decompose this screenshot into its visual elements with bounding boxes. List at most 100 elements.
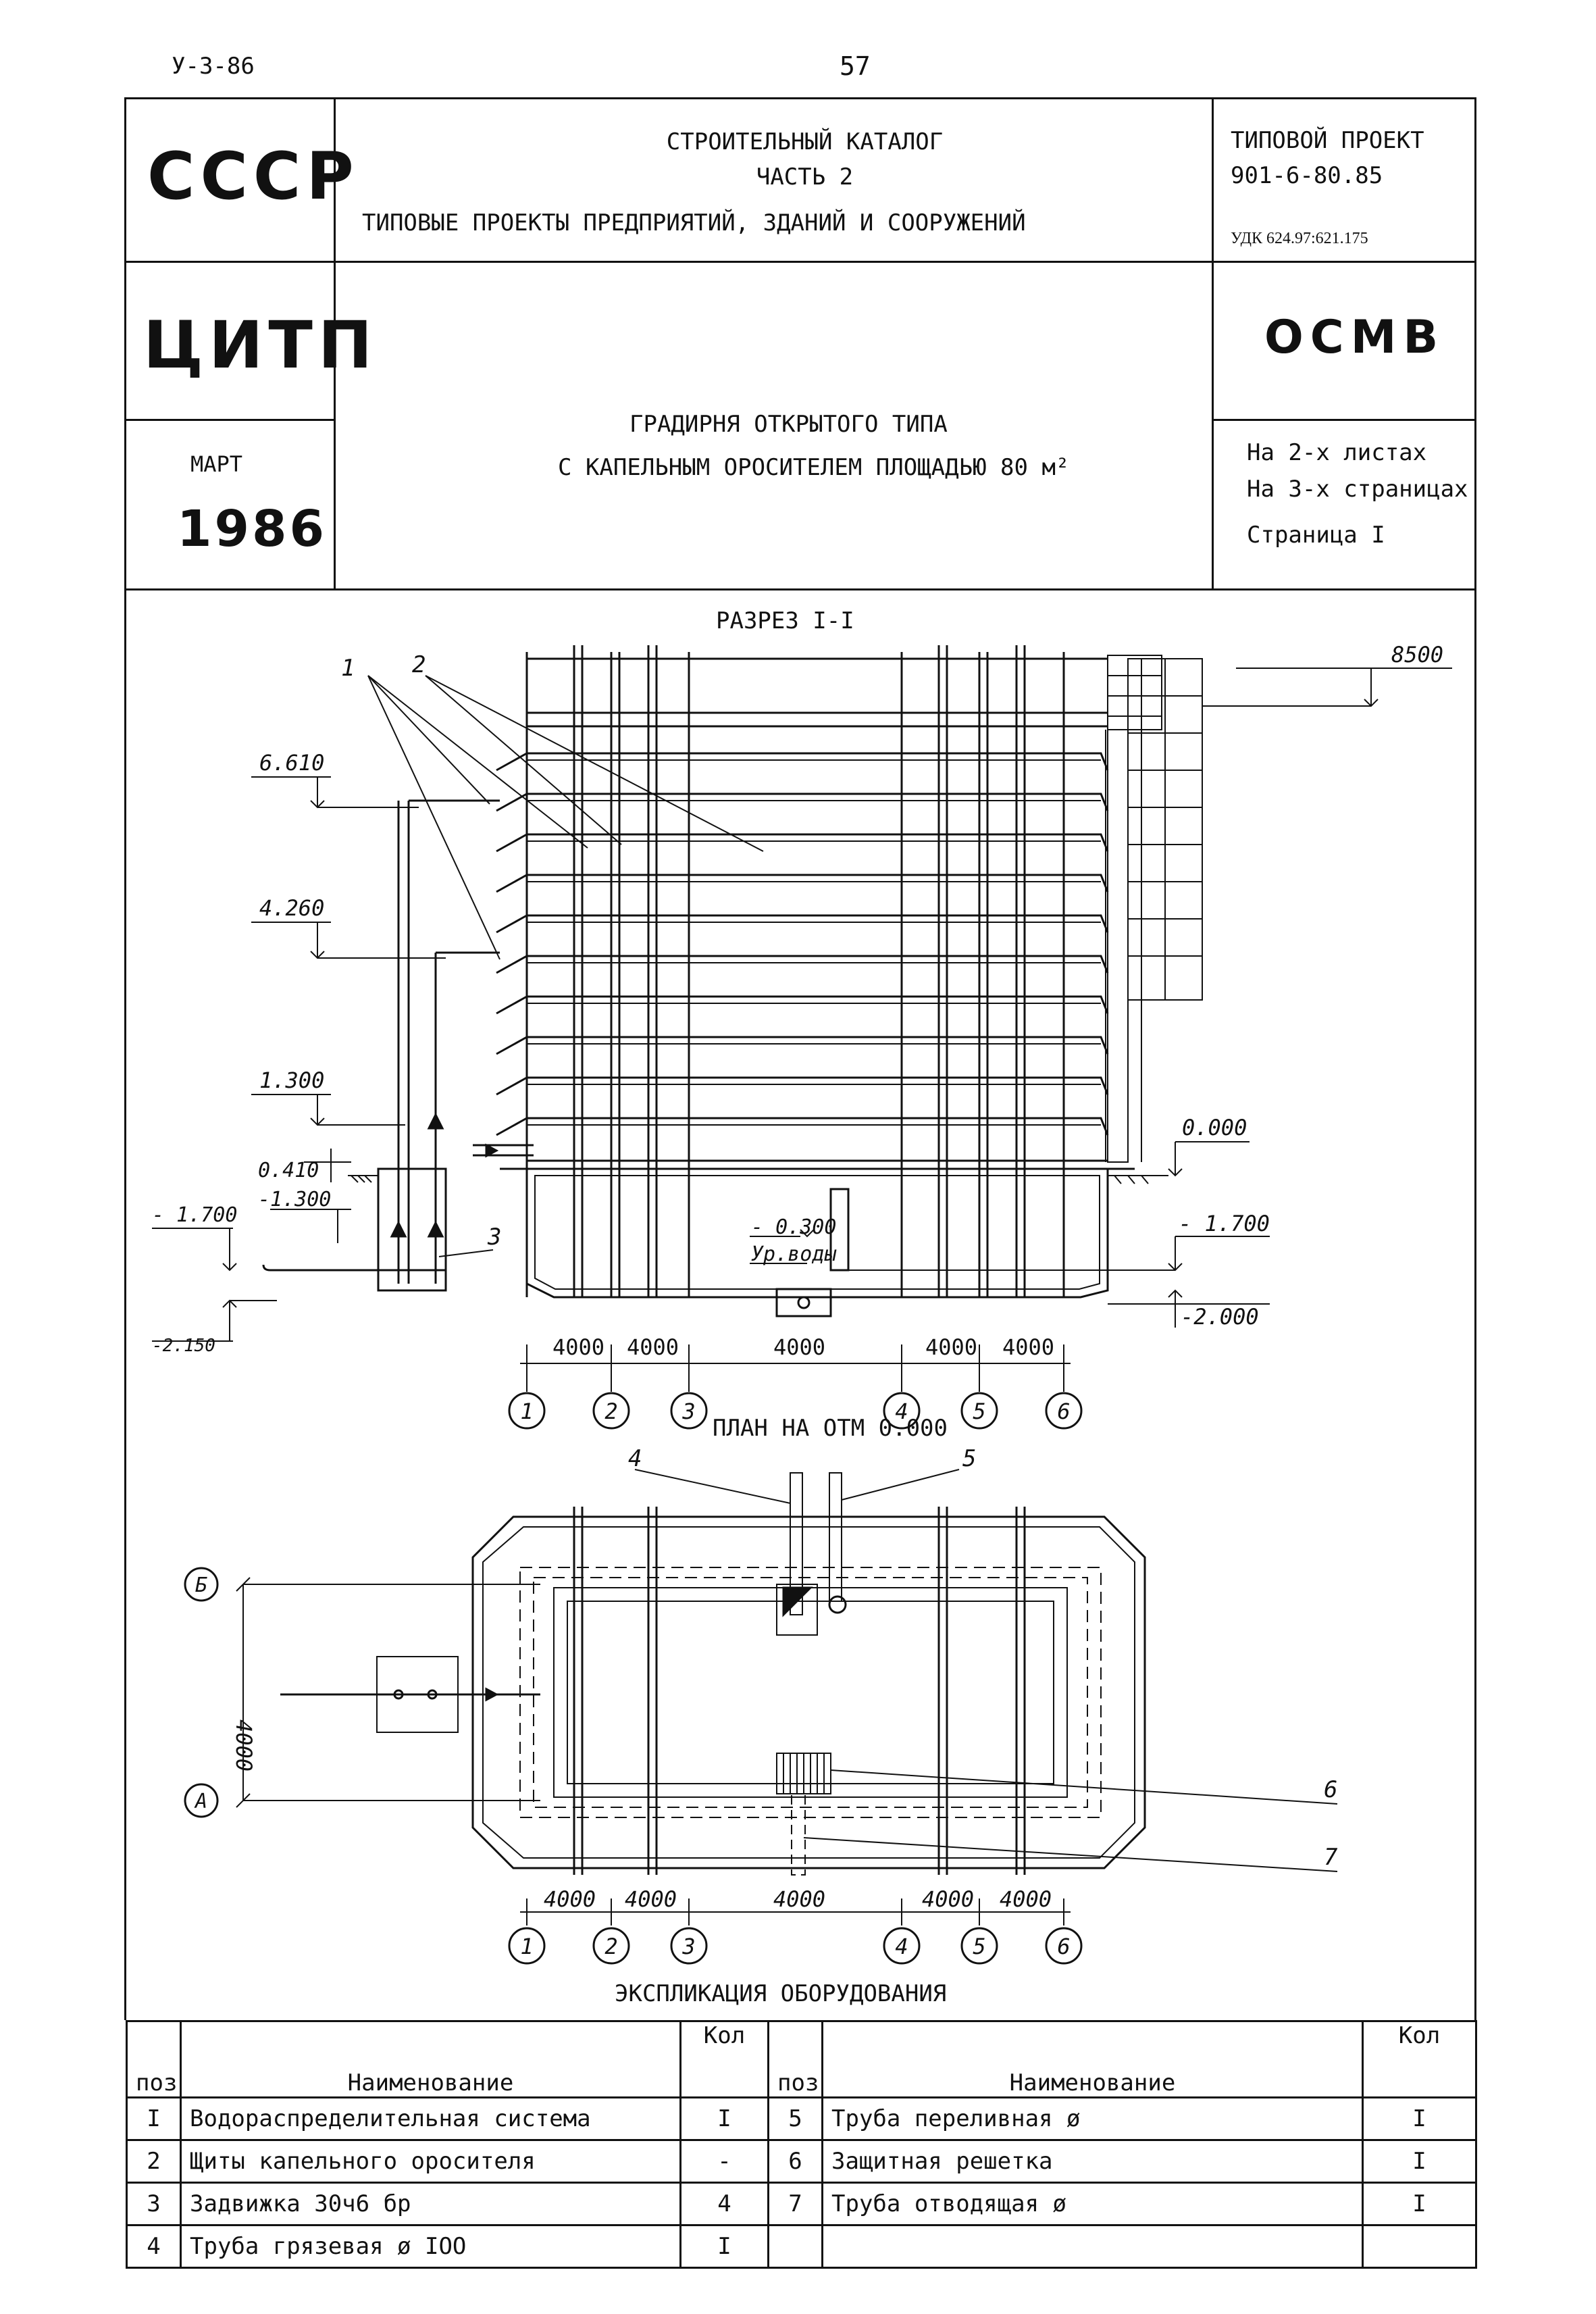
row4-pos-left: 4 xyxy=(126,2224,182,2269)
document-code: У-3-86 xyxy=(172,53,255,80)
elev-m1700-left: - 1.700 xyxy=(152,1203,237,1227)
elev-top: 8500 xyxy=(1391,642,1443,668)
equipment-title: ЭКСПЛИКАЦИЯ ОБОРУДОВАНИЯ xyxy=(615,1980,946,2007)
elev-m1300: -1.300 xyxy=(258,1188,331,1211)
release-year: 1986 xyxy=(177,500,327,558)
title-block xyxy=(124,97,1476,590)
callout-4: 4 xyxy=(628,1445,642,1472)
elev-m2000: -2.000 xyxy=(1181,1304,1259,1330)
release-month: МАРТ xyxy=(190,451,243,477)
drawing-name-line-1: ГРАДИРНЯ ОТКРЫТОГО ТИПА xyxy=(629,411,948,438)
header-pos-left: поз xyxy=(126,2020,182,2098)
callout-3: 3 xyxy=(487,1224,501,1251)
callout-2: 2 xyxy=(412,651,426,678)
section-axis-2: 2 xyxy=(604,1399,617,1424)
udk-code: УДК 624.97:621.175 xyxy=(1231,230,1368,247)
row1-qty-right: I xyxy=(1362,2096,1477,2141)
equipment-table: поз Наименование Кол поз Наименование Ко… xyxy=(126,2020,1477,2269)
row4-qty-right xyxy=(1362,2224,1477,2269)
water-level-label: Ур.воды xyxy=(751,1242,837,1266)
elev-m2150: -2.150 xyxy=(152,1336,215,1356)
row2-pos-left: 2 xyxy=(126,2139,182,2184)
water-level-value: - 0.300 xyxy=(751,1215,836,1239)
elev-1300: 1.300 xyxy=(259,1067,324,1093)
plan-span-2: 4000 xyxy=(625,1886,677,1912)
project-number: 901-6-80.85 xyxy=(1231,162,1383,189)
plan-title: ПЛАН НА ОТМ 0.000 xyxy=(713,1415,948,1442)
table-row: 3 Задвижка 30ч6 бр 4 7 Труба отводящая ø… xyxy=(126,2182,1477,2226)
plan-axis-b: Б xyxy=(195,1574,207,1597)
callout-7: 7 xyxy=(1324,1844,1338,1871)
section-view xyxy=(152,645,1452,1430)
plan-axis-1: 1 xyxy=(520,1934,533,1959)
table-row: 4 Труба грязевая ø IOO I xyxy=(126,2224,1477,2269)
section-axis-6: 6 xyxy=(1057,1399,1070,1424)
plan-span-5: 4000 xyxy=(1000,1886,1052,1912)
plan-view xyxy=(184,1469,1338,1965)
plan-span-3: 4000 xyxy=(773,1886,825,1912)
row1-pos-left: I xyxy=(126,2096,182,2141)
row3-name-right: Труба отводящая ø xyxy=(821,2182,1364,2226)
section-axis-4: 4 xyxy=(895,1399,908,1424)
elev-0410: 0.410 xyxy=(258,1159,319,1182)
section-span-5: 4000 xyxy=(1002,1334,1054,1360)
plan-axis-4: 4 xyxy=(895,1934,908,1959)
row2-name-right: Защитная решетка xyxy=(821,2139,1364,2184)
row2-qty-right: I xyxy=(1362,2139,1477,2184)
plan-dim-vertical: 4000 xyxy=(231,1719,257,1771)
section-axis-5: 5 xyxy=(973,1399,985,1424)
catalog-line-3: ТИПОВЫЕ ПРОЕКТЫ ПРЕДПРИЯТИЙ, ЗДАНИЙ И СО… xyxy=(362,209,1026,236)
catalog-line-2: ЧАСТЬ 2 xyxy=(756,164,854,191)
elev-4260: 4.260 xyxy=(259,895,324,921)
page-number: 57 xyxy=(840,51,871,81)
row1-qty-left: I xyxy=(679,2096,769,2141)
row3-pos-left: 3 xyxy=(126,2182,182,2226)
section-span-4: 4000 xyxy=(925,1334,977,1360)
header-name-right: Наименование xyxy=(821,2020,1364,2098)
header-pos-right: поз xyxy=(767,2020,823,2098)
elev-m1700-right: - 1.700 xyxy=(1179,1211,1270,1236)
row4-qty-left: I xyxy=(679,2224,769,2269)
row1-name-left: Водораспределительная система xyxy=(180,2096,681,2141)
section-title: РАЗРЕЗ I-I xyxy=(716,607,854,634)
plan-axis-5: 5 xyxy=(973,1934,985,1959)
table-header-row: поз Наименование Кол поз Наименование Ко… xyxy=(126,2020,1477,2098)
header-qty-left: Кол xyxy=(679,2020,769,2098)
section-axis-1: 1 xyxy=(520,1399,533,1424)
row2-name-left: Щиты капельного оросителя xyxy=(180,2139,681,2184)
table-row: I Водораспределительная система I 5 Труб… xyxy=(126,2096,1477,2141)
row3-qty-right: I xyxy=(1362,2182,1477,2226)
plan-axis-6: 6 xyxy=(1057,1934,1070,1959)
current-page: Страница I xyxy=(1247,522,1385,549)
callout-6: 6 xyxy=(1324,1776,1337,1803)
row2-pos-right: 6 xyxy=(767,2139,823,2184)
plan-axis-3: 3 xyxy=(681,1934,695,1959)
row4-name-right xyxy=(821,2224,1364,2269)
elev-6610: 6.610 xyxy=(259,750,324,776)
plan-axis-a: А xyxy=(194,1790,207,1813)
org-citp: ЦИТП xyxy=(143,307,378,383)
row4-name-left: Труба грязевая ø IOO xyxy=(180,2224,681,2269)
row3-pos-right: 7 xyxy=(767,2182,823,2226)
plan-axis-2: 2 xyxy=(604,1934,617,1959)
header-qty-right: Кол xyxy=(1362,2020,1477,2098)
project-label: ТИПОВОЙ ПРОЕКТ xyxy=(1231,127,1424,154)
row4-pos-right xyxy=(767,2224,823,2269)
callout-5: 5 xyxy=(962,1445,976,1472)
plan-span-1: 4000 xyxy=(544,1886,596,1912)
sheet-count: На 2-х листах xyxy=(1247,439,1427,466)
callout-1: 1 xyxy=(341,655,355,682)
org-ussr: СССР xyxy=(147,139,359,214)
row1-name-right: Труба переливная ø xyxy=(821,2096,1364,2141)
plan-span-4: 4000 xyxy=(922,1886,974,1912)
section-span-3: 4000 xyxy=(773,1334,825,1360)
section-span-1: 4000 xyxy=(552,1334,604,1360)
drawing-name-line-2: С КАПЕЛЬНЫМ ОРОСИТЕЛЕМ ПЛОЩАДЬЮ 80 м² xyxy=(558,454,1070,481)
header-name-left: Наименование xyxy=(180,2020,681,2098)
row2-qty-left: - xyxy=(679,2139,769,2184)
section-axis-3: 3 xyxy=(681,1399,695,1424)
section-span-2: 4000 xyxy=(627,1334,679,1360)
row3-qty-left: 4 xyxy=(679,2182,769,2226)
project-code: ОСМВ xyxy=(1264,311,1445,364)
